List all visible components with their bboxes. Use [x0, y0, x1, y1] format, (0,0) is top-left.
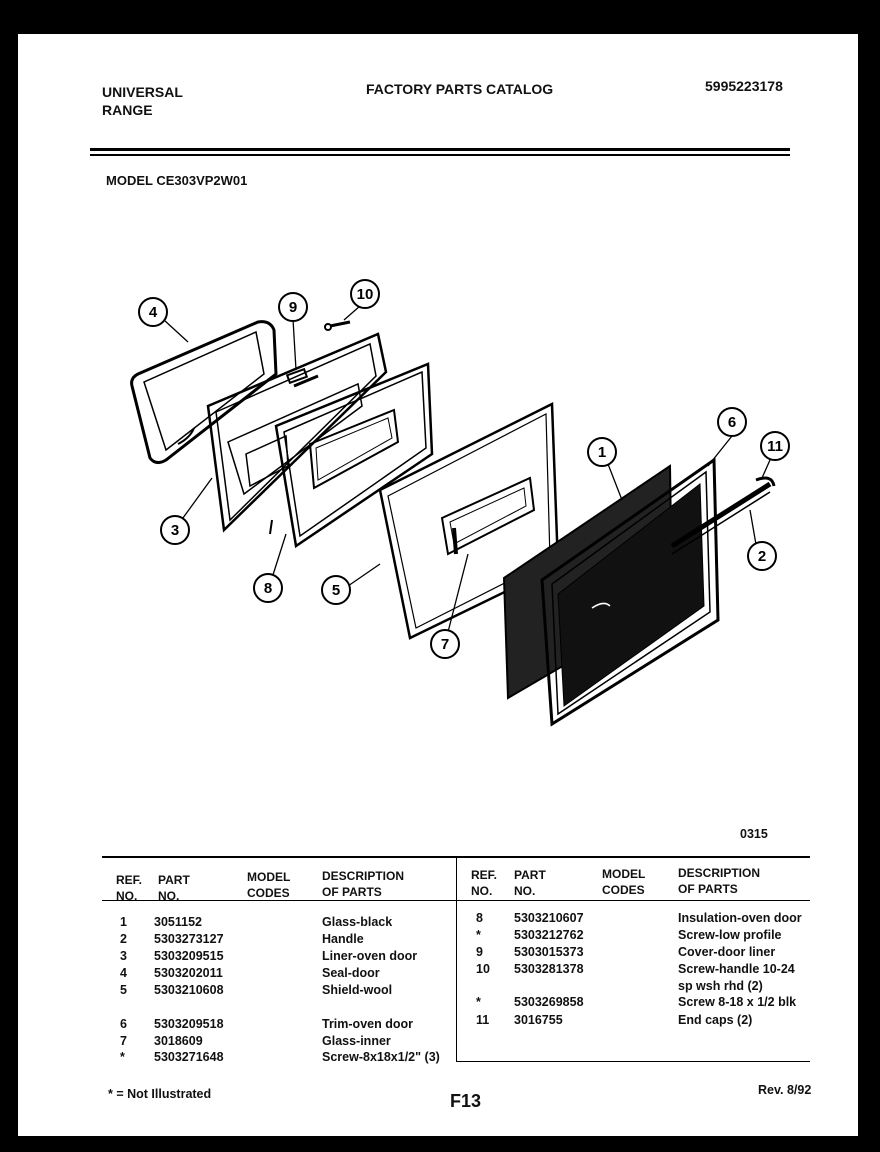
table-bottom-rule [456, 1061, 810, 1062]
left-row-part: 3018609 [154, 1034, 203, 1048]
brand-line-2: RANGE [102, 102, 153, 118]
left-row-ref: 1 [120, 915, 127, 929]
left-row-part: 5303209518 [154, 1017, 224, 1031]
left-row-ref: 5 [120, 983, 127, 997]
callout-7 [430, 629, 460, 659]
left-row-part: 5303202011 [154, 966, 223, 980]
catalog-page: UNIVERSAL RANGE FACTORY PARTS CATALOG 59… [18, 34, 858, 1136]
left-row-part: 5303273127 [154, 932, 224, 946]
right-row-desc: Screw 8-18 x 1/2 blk [678, 995, 797, 1009]
right-row-part: 5303212762 [514, 928, 584, 942]
callout-11 [760, 431, 790, 461]
col-part-right: PART NO. [514, 868, 546, 898]
col-ref-left: REF. NO. [116, 873, 143, 903]
right-row-part: 5303015373 [514, 945, 584, 959]
callout-label-3: 3 [171, 522, 179, 539]
callout-2 [747, 541, 777, 571]
catalog-number: 5995223178 [705, 78, 783, 94]
footer-note: * = Not Illustrated [108, 1087, 212, 1101]
table-divider [456, 856, 457, 1062]
left-row-ref: * [120, 1050, 125, 1064]
right-row-part: 5303281378 [514, 962, 584, 976]
left-row-desc: Handle [322, 932, 364, 946]
right-row-desc: Screw-handle 10-24 [678, 962, 795, 976]
right-row-part: 3016755 [514, 1013, 563, 1027]
left-row-part: 5303210608 [154, 983, 224, 997]
left-row-desc: Shield-wool [322, 983, 393, 997]
callout-3 [160, 515, 190, 545]
callout-label-1: 1 [598, 444, 606, 461]
left-row-part: 3051152 [154, 915, 202, 929]
exploded-door-diagram: 4 9 10 3 8 5 7 1 6 2 11 [130, 279, 790, 727]
right-row-desc: sp wsh rhd (2) [678, 979, 763, 993]
left-row-desc: Trim-oven door [322, 1017, 413, 1031]
right-row-ref: 8 [476, 911, 483, 925]
left-row-ref: 4 [120, 966, 127, 980]
left-row-desc: Liner-oven door [322, 949, 418, 963]
col-model-left: MODEL CODES [247, 870, 291, 900]
left-row-ref: 3 [120, 949, 127, 963]
model-number: MODEL CE303VP2W01 [106, 173, 248, 188]
callout-label-9: 9 [289, 299, 297, 316]
right-row-part: 5303210607 [514, 911, 584, 925]
callout-label-8: 8 [264, 580, 272, 597]
col-desc-left: DESCRIPTION OF PARTS [322, 869, 405, 899]
callout-8 [253, 573, 283, 603]
right-row-desc: End caps (2) [678, 1013, 753, 1027]
callout-label-4: 4 [149, 304, 158, 321]
right-row-ref: 11 [476, 1013, 490, 1027]
brand-line-1: UNIVERSAL [102, 84, 183, 100]
callout-6 [717, 407, 747, 437]
right-row-ref: 10 [476, 962, 490, 976]
callout-1 [587, 437, 617, 467]
col-part-left: PART NO. [158, 873, 190, 903]
callout-label-5: 5 [332, 582, 340, 599]
col-desc-right: DESCRIPTION OF PARTS [678, 866, 761, 896]
header-rule-top [90, 148, 790, 151]
callout-5 [321, 575, 351, 605]
revision: Rev. 8/92 [758, 1083, 812, 1097]
left-row-desc: Glass-black [322, 915, 393, 929]
left-row-part: 5303271648 [154, 1050, 224, 1064]
col-ref-right: REF. NO. [471, 868, 498, 898]
diagram-code: 0315 [740, 827, 768, 841]
callout-4 [138, 297, 168, 327]
page-number: F13 [450, 1091, 482, 1111]
right-row-ref: * [476, 995, 481, 1009]
right-row-desc: Screw-low profile [678, 928, 782, 942]
right-row-part: 5303269858 [514, 995, 584, 1009]
callout-10 [350, 279, 380, 309]
header-rule-bottom [90, 154, 790, 156]
callout-9 [278, 292, 308, 322]
right-row-desc: Cover-door liner [678, 945, 776, 959]
left-row-ref: 7 [120, 1034, 127, 1048]
col-model-right: MODEL CODES [602, 867, 646, 897]
left-row-ref: 6 [120, 1017, 127, 1031]
left-row-ref: 2 [120, 932, 127, 946]
left-row-desc: Screw-8x18x1/2" (3) [322, 1050, 440, 1064]
callout-label-10: 10 [357, 286, 374, 303]
right-row-desc: Insulation-oven door [678, 911, 802, 925]
callout-label-7: 7 [441, 636, 449, 653]
right-row-ref: 9 [476, 945, 483, 959]
left-row-desc: Seal-door [322, 966, 380, 980]
left-row-part: 5303209515 [154, 949, 224, 963]
catalog-title: FACTORY PARTS CATALOG [366, 81, 554, 97]
callout-label-2: 2 [758, 548, 766, 565]
right-row-ref: * [476, 928, 481, 942]
left-row-desc: Glass-inner [322, 1034, 391, 1048]
callout-label-11: 11 [767, 438, 783, 455]
callout-label-6: 6 [728, 414, 736, 431]
